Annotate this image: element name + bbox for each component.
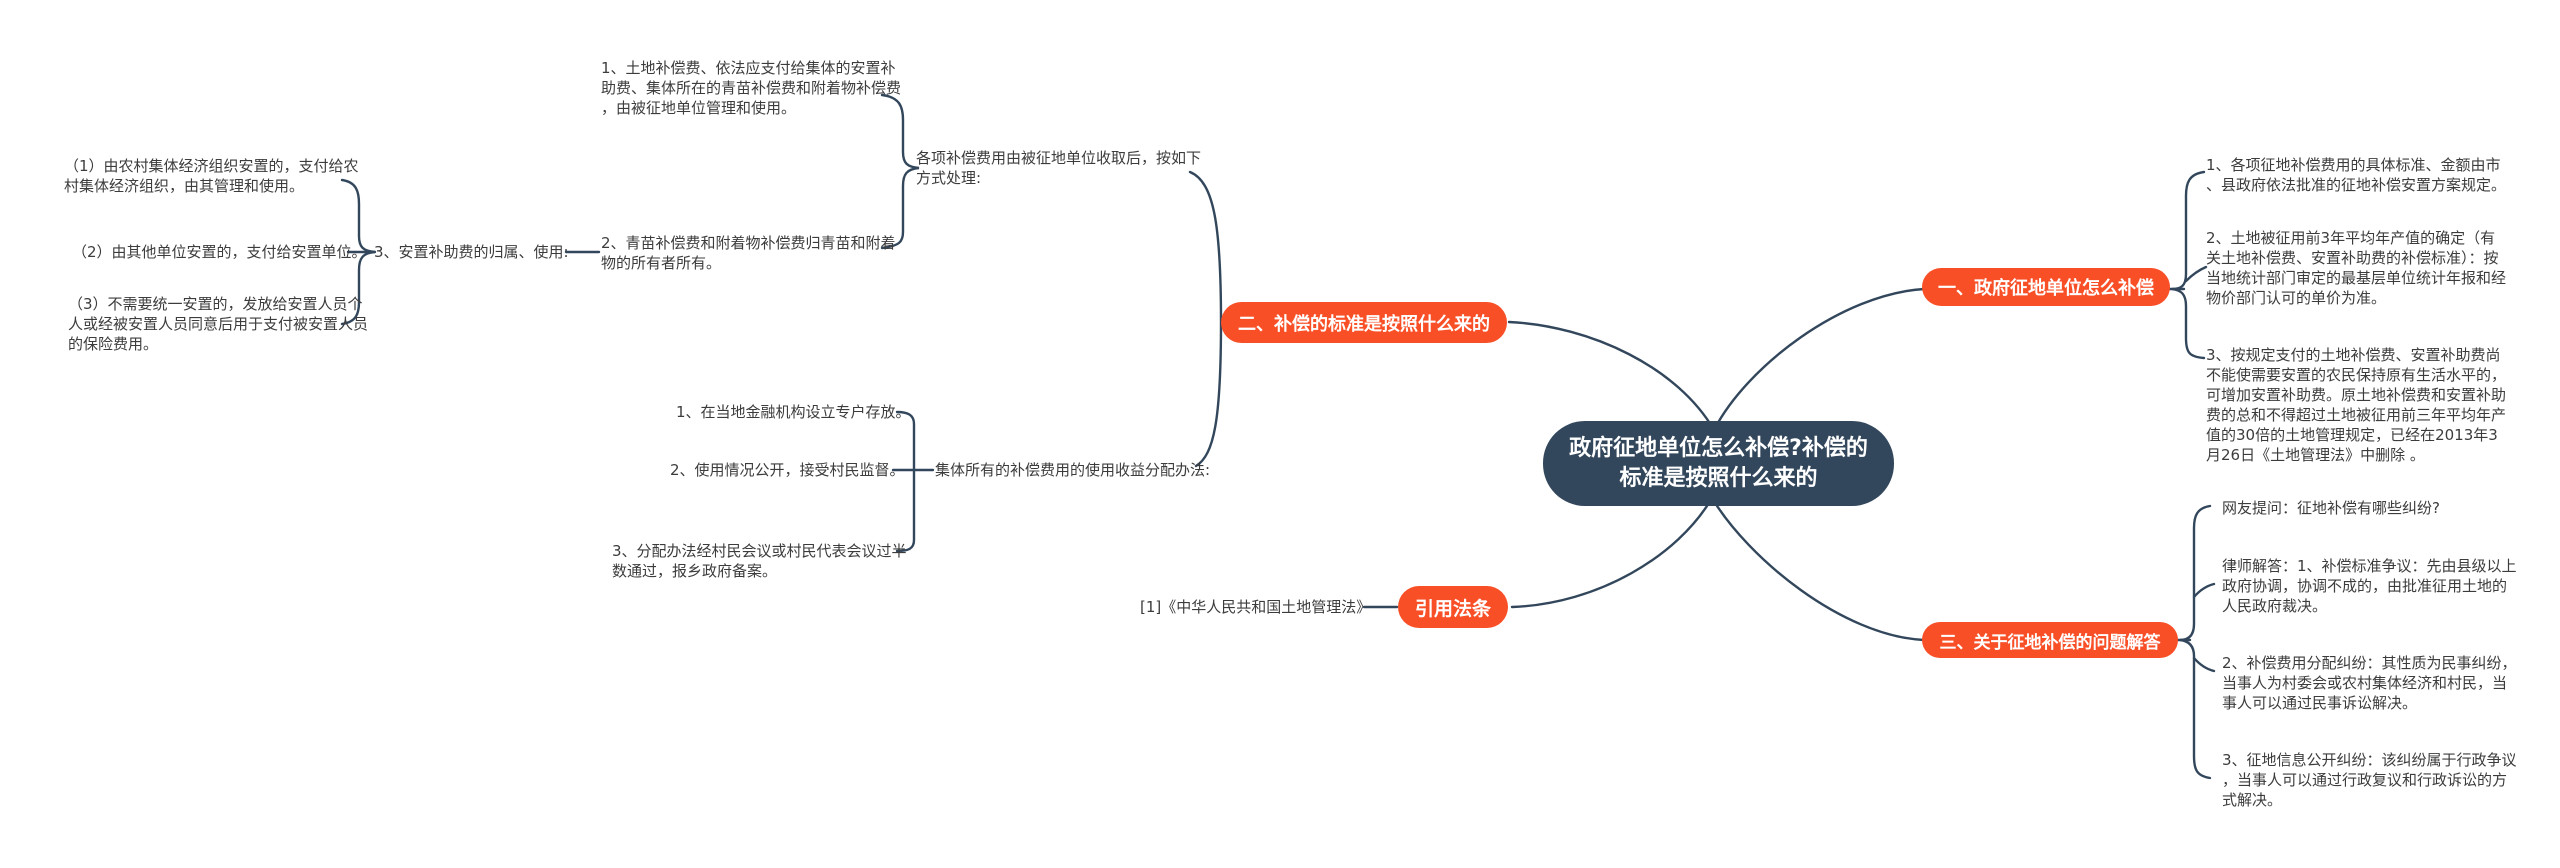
brace-how-items	[2171, 170, 2206, 360]
qa-answer1-text[interactable]: 律师解答：1、补偿标准争议：先由县级以上政府协调，协调不成的，由批准征用土地的人…	[2222, 557, 2517, 615]
law-reference-text[interactable]: [1]《中华人民共和国土地管理法》	[1140, 598, 1372, 616]
hook-qa-answer2	[2192, 656, 2216, 673]
brace-qa-items	[2179, 504, 2212, 780]
handling-item3-label-text[interactable]: 3、安置补助费的归属、使用:	[374, 243, 569, 261]
handling-item1-text[interactable]: 1、土地补偿费、依法应支付给集体的安置补助费、集体所在的青苗补偿费和附着物补偿费…	[601, 59, 902, 117]
branch-node-qa[interactable]: 三、关于征地补偿的问题解答	[1922, 622, 2178, 658]
item3-subitem1-text[interactable]: （1）由农村集体经济组织安置的，支付给农村集体经济组织，由其管理和使用。	[64, 157, 359, 195]
brace-standard-children	[1188, 170, 1223, 468]
curve-center-to-law	[1510, 496, 1714, 609]
item3-subitem2-text[interactable]: （2）由其他单位安置的，支付给安置单位。	[72, 243, 367, 261]
how-item2-text[interactable]: 2、土地被征用前3年平均年产值的确定（有关土地补偿费、安置补助费的补偿标准）：按…	[2206, 229, 2507, 307]
bracket-usage-items	[895, 410, 916, 553]
branch-node-how[interactable]: 一、政府征地单位怎么补偿	[1922, 268, 2170, 306]
curve-center-to-standard	[1507, 320, 1716, 432]
how-item1-text[interactable]: 1、各项征地补偿费用的具体标准、金额由市、县政府依法批准的征地补偿安置方案规定。	[2206, 156, 2507, 194]
handling-item2-text[interactable]: 2、青苗补偿费和附着物补偿费归青苗和附着物的所有者所有。	[601, 234, 896, 272]
hook-how-item2	[2184, 265, 2208, 283]
central-topic[interactable]: 政府征地单位怎么补偿?补偿的标准是按照什么来的	[1543, 421, 1894, 506]
usage-item2-text[interactable]: 2、使用情况公开，接受村民监督。	[670, 461, 905, 479]
item3-subitem3-text[interactable]: （3）不需要统一安置的，发放给安置人员个人或经被安置人员同意后用于支付被安置人员…	[68, 295, 369, 353]
usage-item3-text[interactable]: 3、分配办法经村民会议或村民代表会议过半数通过，报乡政府备案。	[612, 542, 907, 580]
qa-answer3-text[interactable]: 3、征地信息公开纠纷：该纠纷属于行政争议，当事人可以通过行政复议和行政诉讼的方式…	[2222, 751, 2517, 809]
how-item3-text[interactable]: 3、按规定支付的土地补偿费、安置补助费尚不能使需要安置的农民保持原有生活水平的，…	[2206, 346, 2507, 464]
qa-answer2-text[interactable]: 2、补偿费用分配纠纷：其性质为民事纠纷，当事人为村委会或农村集体经济和村民，当事…	[2222, 654, 2517, 712]
handling-label-text[interactable]: 各项补偿费用由被征地单位收取后，按如下方式处理:	[916, 149, 1202, 187]
branch-node-standard[interactable]: 二、补偿的标准是按照什么来的	[1221, 302, 1507, 343]
usage-label-text[interactable]: 集体所有的补偿费用的使用收益分配办法:	[935, 461, 1211, 479]
usage-item1-text[interactable]: 1、在当地金融机构设立专户存放。	[676, 403, 911, 421]
branch-node-law[interactable]: 引用法条	[1398, 586, 1508, 628]
curve-center-to-qa	[1710, 496, 1926, 642]
qa-question-text[interactable]: 网友提问：征地补偿有哪些纠纷?	[2222, 499, 2440, 517]
curve-center-to-how	[1712, 287, 1926, 432]
hook-qa-answer1	[2192, 582, 2216, 599]
